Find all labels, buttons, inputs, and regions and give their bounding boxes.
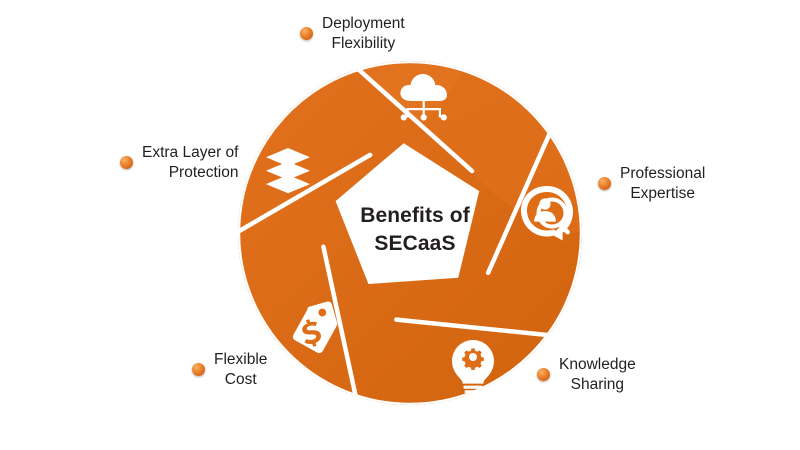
- bullet-bead-icon: [120, 156, 133, 170]
- label-line-2: Expertise: [630, 184, 695, 202]
- label-line-1: Extra Layer of: [142, 144, 239, 161]
- label-professional-expertise[interactable]: Professional Expertise: [598, 164, 705, 204]
- label-deployment-flexibility[interactable]: Deployment Flexibility: [300, 14, 405, 54]
- blade-separators: [238, 61, 582, 405]
- label-knowledge-sharing[interactable]: Knowledge Sharing: [537, 355, 636, 395]
- label-line-2: Flexibility: [331, 34, 396, 52]
- label-text: Knowledge Sharing: [559, 355, 636, 395]
- price-tag-dollar-icon: [292, 301, 338, 354]
- bullet-bead-icon: [598, 177, 611, 191]
- stacked-layers-icon: [266, 148, 310, 194]
- label-line-1: Flexible: [214, 351, 268, 368]
- label-line-1: Deployment: [322, 15, 405, 32]
- label-line-2: Cost: [224, 370, 257, 388]
- label-text: Professional Expertise: [620, 164, 705, 204]
- label-text: Flexible Cost: [214, 350, 267, 390]
- label-flexible-cost[interactable]: Flexible Cost: [192, 350, 267, 390]
- cloud-network-icon: [400, 73, 447, 121]
- center-title-line-2: SECaaS: [374, 232, 456, 256]
- label-text: Extra Layer of Protection: [142, 143, 239, 183]
- lightbulb-gear-icon: [452, 340, 494, 404]
- label-text: Deployment Flexibility: [322, 14, 405, 54]
- bullet-bead-icon: [300, 27, 313, 41]
- label-line-1: Professional: [620, 165, 706, 182]
- label-line-2: Sharing: [570, 375, 625, 393]
- label-line-2: Protection: [168, 163, 239, 181]
- aperture-center: [335, 143, 480, 285]
- center-title-line-1: Benefits of: [360, 204, 470, 227]
- person-search-pin-icon: [521, 186, 573, 241]
- bullet-bead-icon: [537, 368, 550, 382]
- center-title: Benefits of SECaaS: [330, 202, 500, 259]
- bullet-bead-icon: [192, 363, 205, 377]
- label-extra-layer-of-protection[interactable]: Extra Layer of Protection: [120, 143, 239, 183]
- label-line-1: Knowledge: [559, 356, 636, 373]
